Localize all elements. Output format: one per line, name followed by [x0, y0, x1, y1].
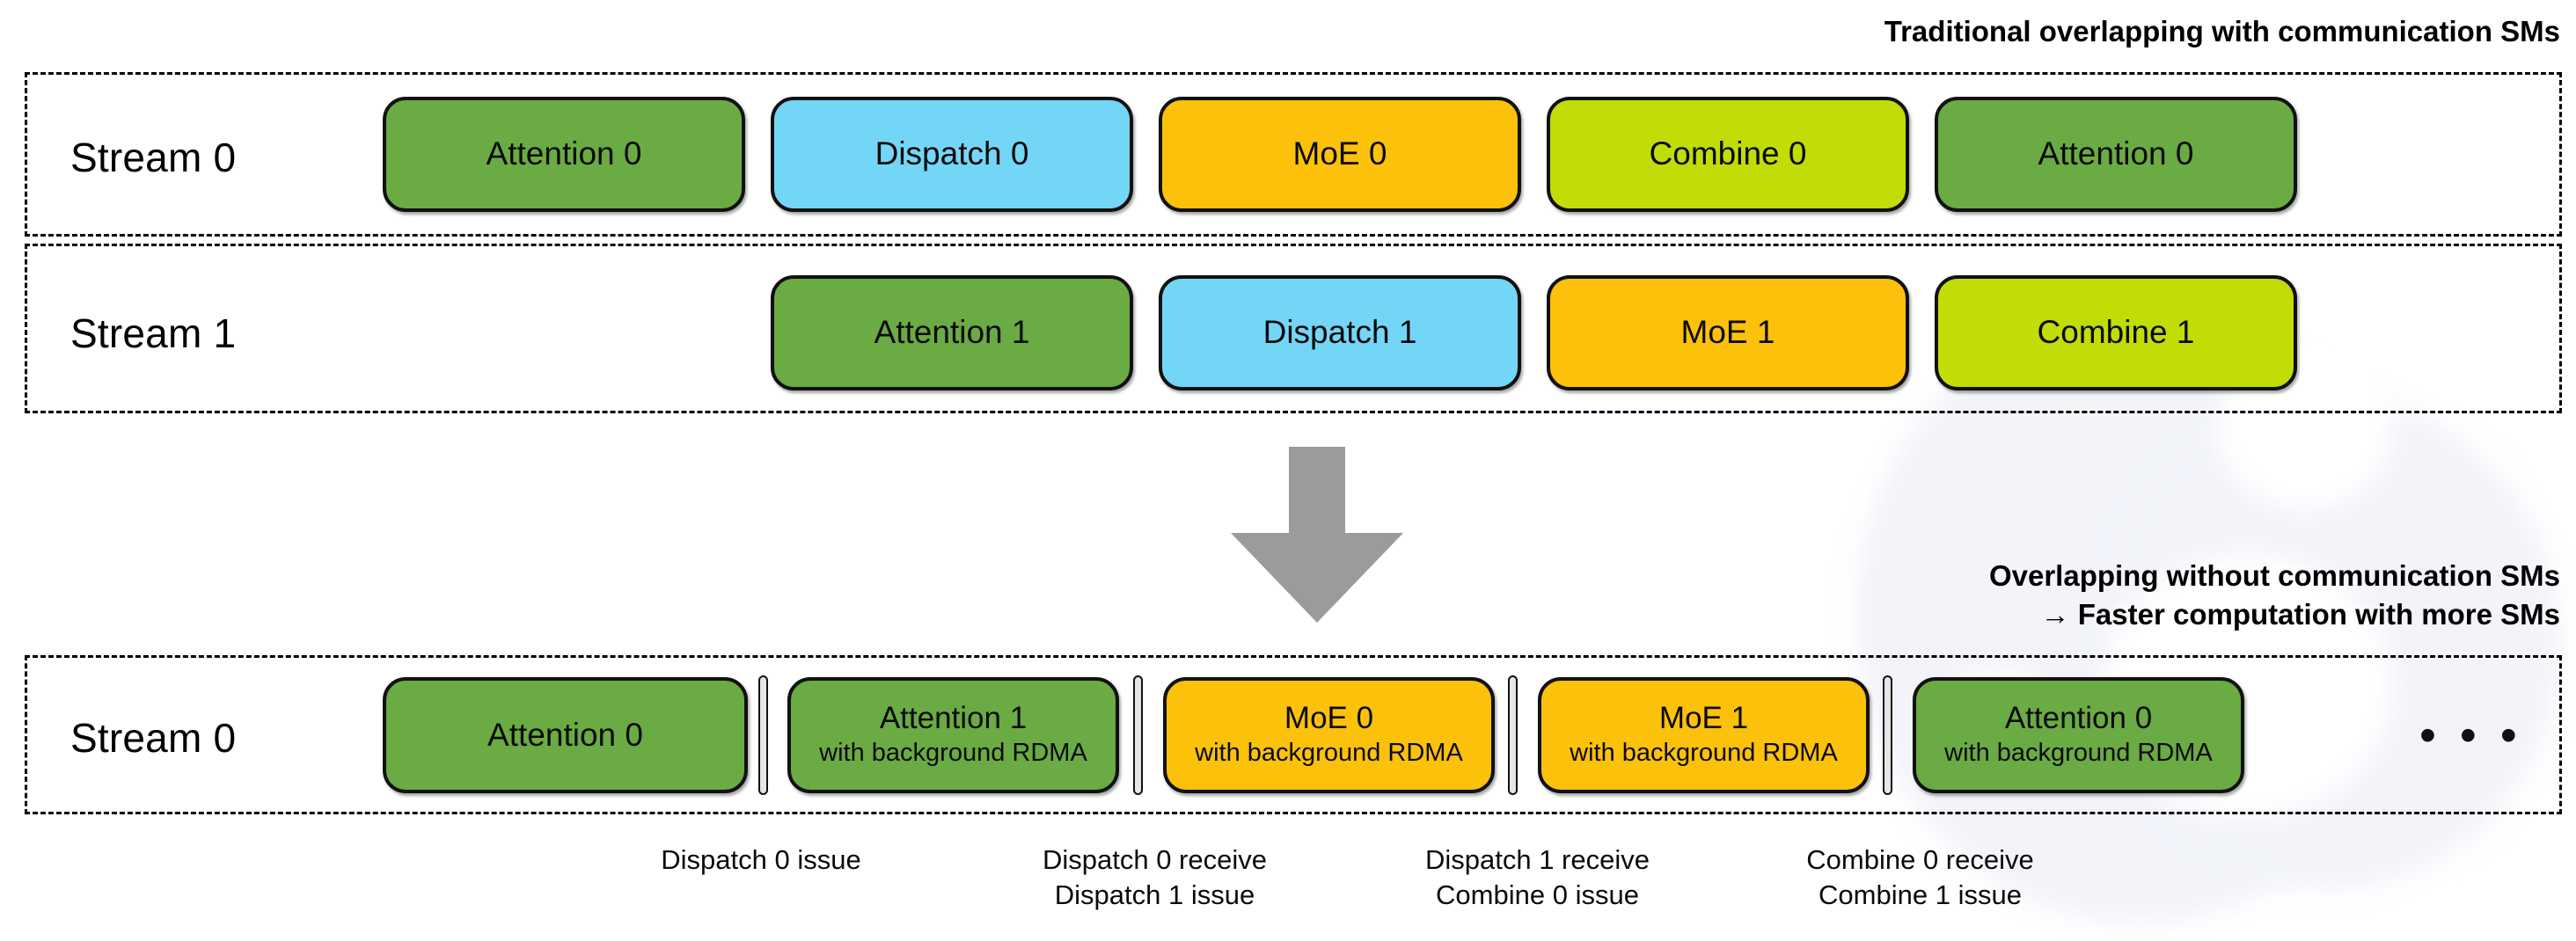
lane-stream-0-traditional — [25, 72, 2562, 237]
block-title: Attention 1 — [879, 700, 1028, 735]
top-caption: Traditional overlapping with communicati… — [1884, 15, 2560, 47]
block-title: Dispatch 0 — [875, 135, 1029, 172]
boundary-separator-1 — [758, 675, 768, 795]
block-title: Attention 0 — [486, 135, 642, 172]
block-moe-0-s0[interactable]: MoE 0 — [1159, 97, 1521, 212]
lane-label-stream-0-optimized: Stream 0 — [70, 715, 237, 761]
block-title: Combine 0 — [1649, 135, 1807, 172]
event-label-dispatch-1-receive: Dispatch 1 receive Combine 0 issue — [1424, 844, 1650, 910]
event-label-combine-0-receive: Combine 0 receive Combine 1 issue — [1806, 844, 2034, 910]
block-dispatch-0-s0[interactable]: Dispatch 0 — [771, 97, 1133, 212]
block-attention-0-s0[interactable]: Attention 0 — [383, 97, 745, 212]
block-title: MoE 0 — [1292, 135, 1387, 172]
block-subtitle: with background RDMA — [1944, 738, 2213, 767]
ellipsis-indicator: • • • — [2419, 709, 2522, 762]
lane-stream-0-optimized — [25, 655, 2562, 814]
block-title: Combine 1 — [2037, 314, 2195, 351]
boundary-separator-2 — [1133, 675, 1143, 795]
lane-label-stream-1-traditional: Stream 1 — [70, 310, 237, 356]
block-moe-1-s1[interactable]: MoE 1 — [1547, 275, 1909, 390]
block-subtitle: with background RDMA — [1570, 738, 1838, 767]
block-title: Dispatch 1 — [1262, 314, 1417, 351]
block-combine-0-s0[interactable]: Combine 0 — [1547, 97, 1909, 212]
block-subtitle: with background RDMA — [1195, 738, 1463, 767]
block-title: MoE 0 — [1284, 700, 1374, 735]
block-moe-0-opt[interactable]: MoE 0 with background RDMA — [1163, 677, 1495, 793]
down-arrow-icon — [1229, 447, 1405, 623]
block-attention-1-opt[interactable]: Attention 1 with background RDMA — [787, 677, 1119, 793]
block-moe-1-opt[interactable]: MoE 1 with background RDMA — [1538, 677, 1870, 793]
block-title: Attention 1 — [874, 314, 1030, 351]
block-subtitle: with background RDMA — [819, 738, 1087, 767]
event-label-dispatch-0-receive: Dispatch 0 receive Dispatch 1 issue — [1042, 844, 1267, 910]
lane-stream-1-traditional — [25, 244, 2562, 413]
block-attention-0-s0-second[interactable]: Attention 0 — [1935, 97, 2297, 212]
bottom-caption: Overlapping without communication SMs → … — [1988, 559, 2560, 631]
block-attention-1-s1[interactable]: Attention 1 — [771, 275, 1133, 390]
event-label-dispatch-0-issue: Dispatch 0 issue — [661, 844, 861, 875]
block-title: Attention 0 — [2004, 700, 2153, 735]
block-title: MoE 1 — [1658, 700, 1749, 735]
block-combine-1-s1[interactable]: Combine 1 — [1935, 275, 2297, 390]
lane-label-stream-0-traditional: Stream 0 — [70, 135, 237, 180]
block-title: Attention 0 — [487, 716, 643, 753]
block-title: MoE 1 — [1680, 314, 1775, 351]
boundary-separator-4 — [1883, 675, 1892, 795]
block-attention-0-opt[interactable]: Attention 0 — [383, 677, 748, 793]
block-dispatch-1-s1[interactable]: Dispatch 1 — [1159, 275, 1521, 390]
block-title: Attention 0 — [2038, 135, 2194, 172]
block-attention-0-opt-second[interactable]: Attention 0 with background RDMA — [1913, 677, 2244, 793]
boundary-separator-3 — [1508, 675, 1518, 795]
